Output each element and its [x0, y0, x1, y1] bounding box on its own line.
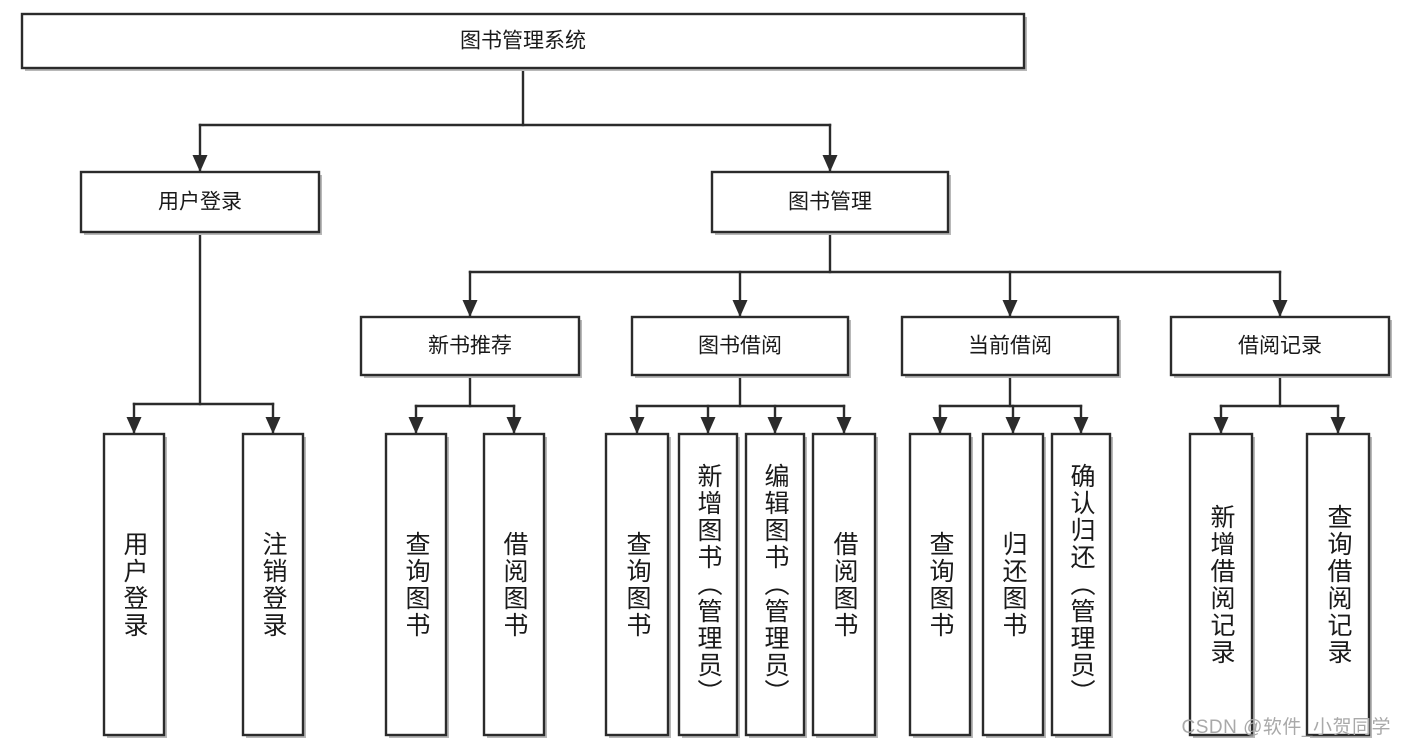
node-leaf-11[interactable] — [1188, 432, 1255, 738]
box-outline — [630, 315, 850, 377]
box-outline — [20, 12, 1026, 70]
arrow-head — [932, 417, 948, 434]
arrow-head — [767, 417, 783, 434]
box-outline — [1305, 432, 1371, 737]
box-outline — [981, 432, 1045, 737]
box-outline — [908, 432, 972, 737]
node-leaf-2[interactable] — [384, 432, 449, 738]
node-l3-1[interactable]: 图书借阅 — [630, 315, 851, 378]
node-label: 图书管理系统 — [460, 30, 586, 53]
box-outline — [710, 170, 950, 234]
box-outline — [744, 432, 806, 737]
box-outline — [79, 170, 321, 234]
node-l2-0[interactable]: 用户登录 — [79, 170, 322, 235]
node-label: 借阅记录 — [1238, 335, 1322, 358]
arrow-head — [1272, 300, 1288, 317]
arrow-head — [1330, 417, 1346, 434]
node-leaf-1[interactable] — [241, 432, 306, 738]
node-label: 新书推荐 — [428, 335, 512, 358]
node-leaf-5[interactable] — [677, 432, 740, 738]
arrow-head — [1073, 417, 1089, 434]
node-l3-3[interactable]: 借阅记录 — [1169, 315, 1392, 378]
box-outline — [1050, 432, 1112, 737]
arrow-head — [1002, 300, 1018, 317]
box-outline — [482, 432, 546, 737]
node-label: 图书管理 — [788, 191, 872, 214]
arrow-head — [462, 300, 478, 317]
node-leaf-0[interactable] — [102, 432, 167, 738]
arrow-head — [126, 417, 142, 434]
node-leaf-8[interactable] — [908, 432, 973, 738]
box-outline — [604, 432, 670, 737]
node-label: 当前借阅 — [968, 335, 1052, 358]
node-leaf-6[interactable] — [744, 432, 807, 738]
node-label: 图书借阅 — [698, 335, 782, 358]
arrow-head — [822, 155, 838, 172]
node-leaf-9[interactable] — [981, 432, 1046, 738]
node-l3-0[interactable]: 新书推荐 — [359, 315, 582, 378]
node-leaf-10[interactable] — [1050, 432, 1113, 738]
node-l3-2[interactable]: 当前借阅 — [900, 315, 1121, 378]
arrow-head — [1005, 417, 1021, 434]
node-leaf-3[interactable] — [482, 432, 547, 738]
box-outline — [811, 432, 877, 737]
node-leaf-4[interactable] — [604, 432, 671, 738]
arrow-head — [265, 417, 281, 434]
box-outline — [1188, 432, 1254, 737]
box-outline — [900, 315, 1120, 377]
arrow-head — [506, 417, 522, 434]
node-leaf-7[interactable] — [811, 432, 878, 738]
arrow-head — [408, 417, 424, 434]
arrow-head — [700, 417, 716, 434]
node-l2-1[interactable]: 图书管理 — [710, 170, 951, 235]
edges-layer — [126, 66, 1346, 435]
node-leaf-12[interactable] — [1305, 432, 1372, 738]
arrow-head — [1213, 417, 1229, 434]
box-outline — [384, 432, 448, 737]
node-root-system[interactable]: 图书管理系统 — [20, 12, 1027, 71]
arrow-head — [836, 417, 852, 434]
box-outline — [102, 432, 166, 737]
box-outline — [677, 432, 739, 737]
box-outline — [1169, 315, 1391, 377]
box-outline — [241, 432, 305, 737]
arrow-head — [732, 300, 748, 317]
arrow-head — [192, 155, 208, 172]
node-label: 用户登录 — [158, 191, 242, 214]
box-outline — [359, 315, 581, 377]
arrow-head — [629, 417, 645, 434]
